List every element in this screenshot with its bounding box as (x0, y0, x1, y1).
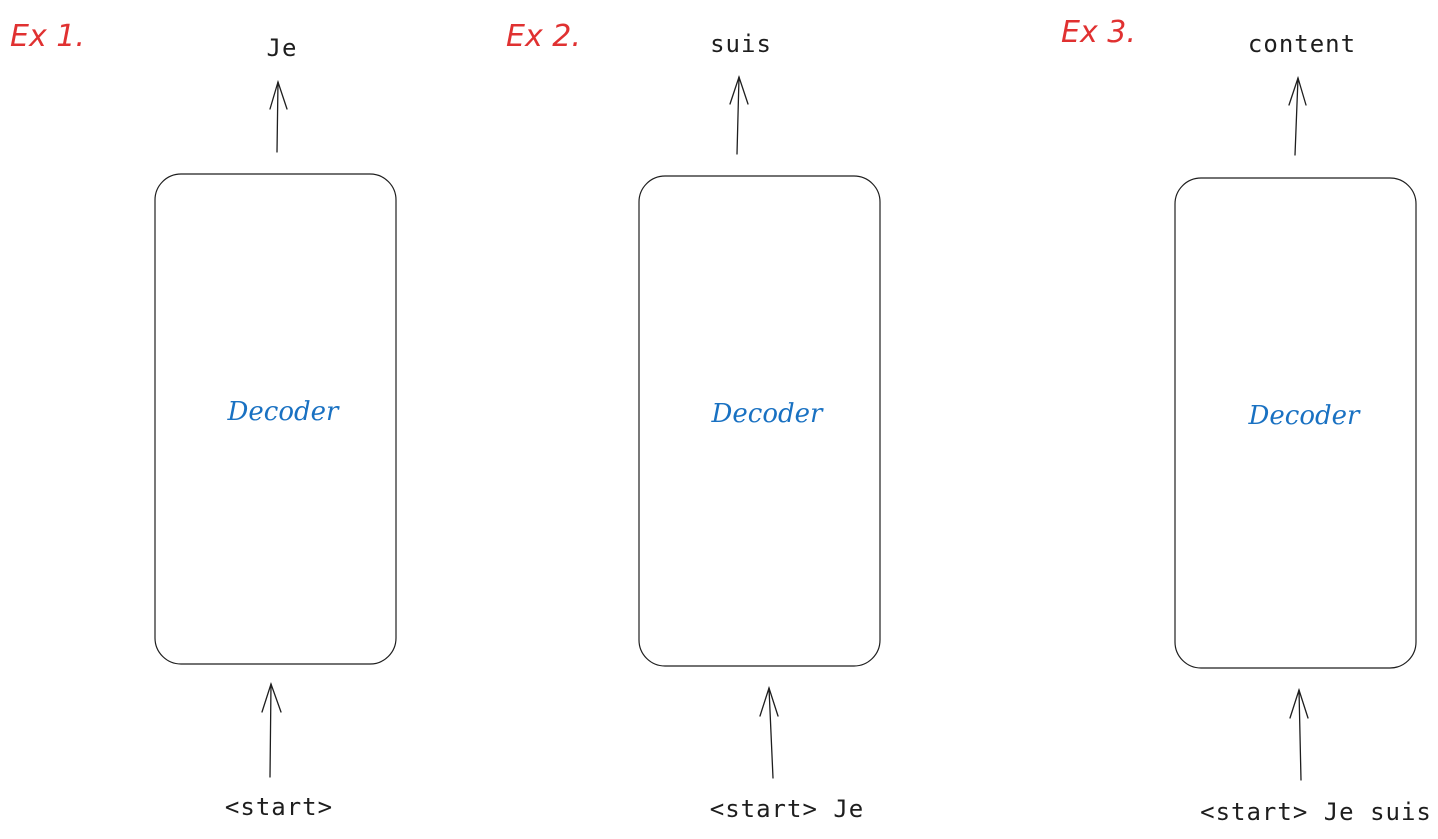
example-3-decoder-box (1174, 177, 1417, 669)
example-2-decoder-label: Decoder (711, 399, 824, 429)
example-1-label: Ex 1. (10, 19, 85, 54)
example-3-label: Ex 3. (1061, 15, 1136, 50)
example-1: Ex 1. Je Decoder <start> (10, 19, 397, 821)
example-2: Ex 2. suis Decoder <start> Je (506, 19, 881, 823)
example-1-decoder-label: Decoder (227, 397, 340, 427)
example-2-output-arrow (729, 74, 749, 155)
example-2-output-token: suis (710, 30, 772, 58)
example-2-input-tokens: <start> Je (710, 795, 865, 823)
example-3-decoder-label: Decoder (1248, 401, 1361, 431)
example-2-label: Ex 2. (506, 19, 581, 54)
example-1-input-arrow (261, 681, 282, 778)
example-3-output-arrow (1288, 75, 1307, 156)
example-1-decoder-box (154, 173, 397, 665)
example-1-input-tokens: <start> (225, 793, 333, 821)
example-2-decoder-box (638, 175, 881, 667)
example-3-output-token: content (1248, 30, 1356, 58)
example-1-output-token: Je (267, 34, 298, 62)
example-3-input-tokens: <start> Je suis (1200, 798, 1432, 826)
example-2-input-arrow (759, 685, 779, 779)
example-3-input-arrow (1289, 687, 1309, 781)
example-3: Ex 3. content Decoder <start> Je suis (1061, 15, 1432, 826)
example-1-output-arrow (269, 79, 288, 153)
